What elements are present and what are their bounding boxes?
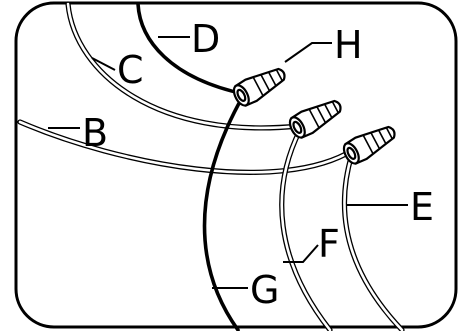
wire-b (17, 119, 356, 175)
wire-nut-right (342, 125, 396, 165)
label-e: E (410, 185, 434, 229)
leader-h (284, 42, 332, 63)
label-g: G (250, 268, 279, 312)
wire-f (279, 127, 333, 331)
wire-d (136, 2, 246, 96)
label-f: F (318, 222, 340, 266)
label-h: H (334, 23, 363, 67)
wire-nut-h (232, 67, 286, 107)
wire-g (202, 94, 245, 331)
label-b: B (82, 111, 108, 155)
label-c: C (117, 48, 144, 92)
label-d: D (191, 17, 220, 61)
leader-f (283, 244, 319, 263)
wire-c (65, 1, 301, 131)
wire-nut-middle (288, 99, 342, 139)
diagram-frame (14, 1, 458, 329)
wire-e (341, 151, 405, 331)
leader-c (91, 57, 116, 71)
